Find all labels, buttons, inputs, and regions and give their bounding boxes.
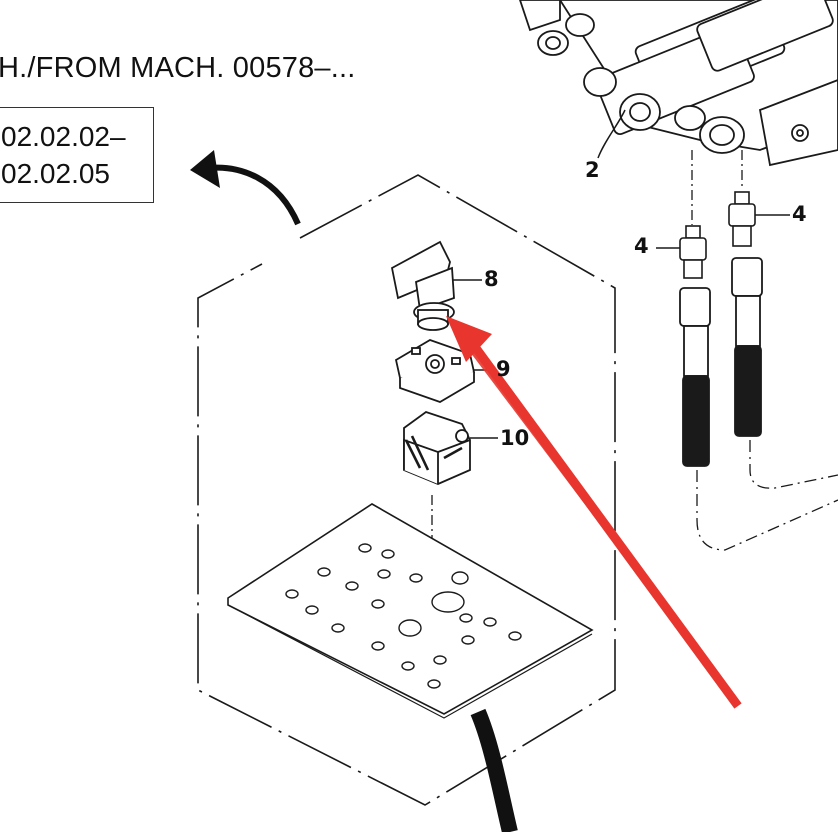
- range-start: 02.02.02–: [1, 121, 126, 152]
- callout-4-right: 4: [792, 202, 807, 226]
- mounting-plate: [394, 339, 476, 403]
- leaders-4: [656, 214, 790, 249]
- fittings: [537, 13, 745, 154]
- hose-left: [679, 287, 711, 467]
- leader-2: [597, 109, 626, 159]
- valve-block-assembly: [519, 0, 838, 167]
- control-knob: [390, 240, 455, 331]
- callout-2: 2: [585, 158, 600, 182]
- highlight-arrow: [446, 316, 742, 709]
- callout-4-left: 4: [634, 234, 649, 258]
- cable: [470, 708, 518, 832]
- panel-holes: [285, 543, 522, 689]
- machine-serial-header: H./FROM MACH. 00578–...: [0, 52, 356, 84]
- fitting-right: [728, 191, 756, 247]
- reference-arrow: [190, 150, 301, 226]
- callout-8: 8: [484, 267, 499, 291]
- assembly-boundary: [197, 174, 616, 806]
- mounting-bracket: [758, 79, 838, 167]
- callout-9: 9: [496, 357, 511, 381]
- perforated-panel: [227, 503, 594, 719]
- fitting-left: [679, 225, 707, 279]
- hose-routing: [696, 440, 838, 551]
- range-end: 02.02.05: [1, 158, 110, 189]
- callout-10: 10: [500, 426, 530, 450]
- hose-right: [731, 257, 763, 437]
- switch-housing: [403, 410, 471, 485]
- serial-range-box: 02.02.02– 02.02.05: [0, 107, 154, 203]
